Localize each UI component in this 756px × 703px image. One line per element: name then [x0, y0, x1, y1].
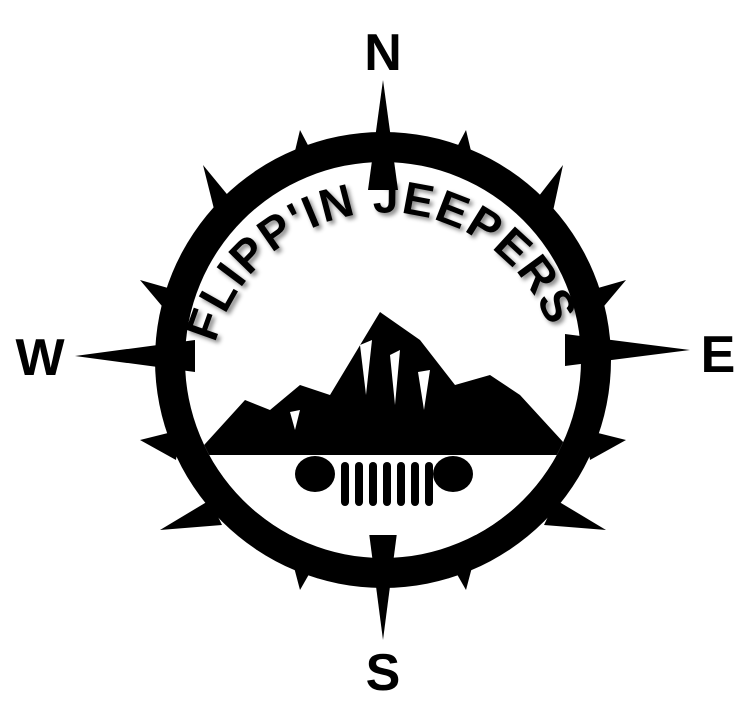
- south-needle: [368, 525, 398, 640]
- compass-east-label: E: [701, 326, 736, 384]
- compass-south-label: S: [366, 644, 401, 702]
- compass-west-label: W: [15, 329, 65, 387]
- east-needle: [565, 334, 690, 366]
- jeep-grille-icon: [295, 456, 473, 506]
- north-needle: [368, 80, 398, 190]
- compass-north-label: N: [364, 24, 402, 82]
- compass-needles: [75, 80, 690, 640]
- west-needle: [75, 340, 195, 372]
